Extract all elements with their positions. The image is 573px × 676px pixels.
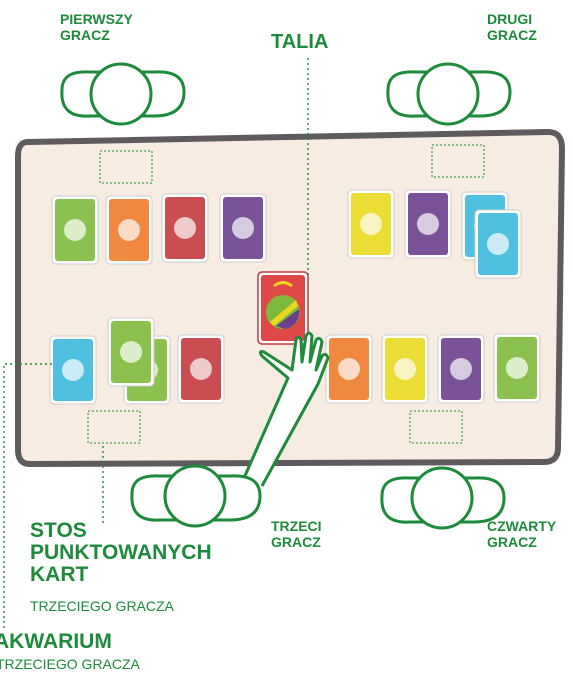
aquarium-subtitle: TRZECIEGO GRACZA (0, 656, 140, 672)
card-yellow (382, 335, 428, 403)
card-red (178, 335, 224, 403)
player4-label: CZWARTY GRACZ (487, 518, 556, 550)
card-orange (326, 335, 372, 403)
card-cyan-overlap (475, 210, 521, 278)
score-pile-subtitle: TRZECIEGO GRACZA (30, 598, 174, 614)
player1-label: PIERWSZY GRACZ (60, 11, 133, 43)
player2-label: DRUGI GRACZ (487, 11, 537, 43)
deck-label: TALIA (271, 31, 328, 54)
card-purple (220, 194, 266, 262)
player3-seat (132, 466, 260, 526)
player3-label: TRZECI GRACZ (271, 518, 322, 550)
card-green (494, 334, 540, 402)
deck-card (258, 272, 308, 344)
card-green (108, 318, 154, 386)
player4-seat (382, 468, 504, 528)
score-pile-title: STOS PUNKTOWANYCH KART (30, 520, 212, 586)
player1-seat (62, 64, 184, 124)
aquarium-title: AKWARIUM (0, 631, 112, 653)
card-yellow (348, 190, 394, 258)
card-purple (405, 190, 451, 258)
card-red (162, 194, 208, 262)
card-green (52, 196, 98, 264)
player2-seat (388, 64, 510, 124)
card-purple (438, 335, 484, 403)
card-cyan (50, 336, 96, 404)
card-orange (106, 196, 152, 264)
